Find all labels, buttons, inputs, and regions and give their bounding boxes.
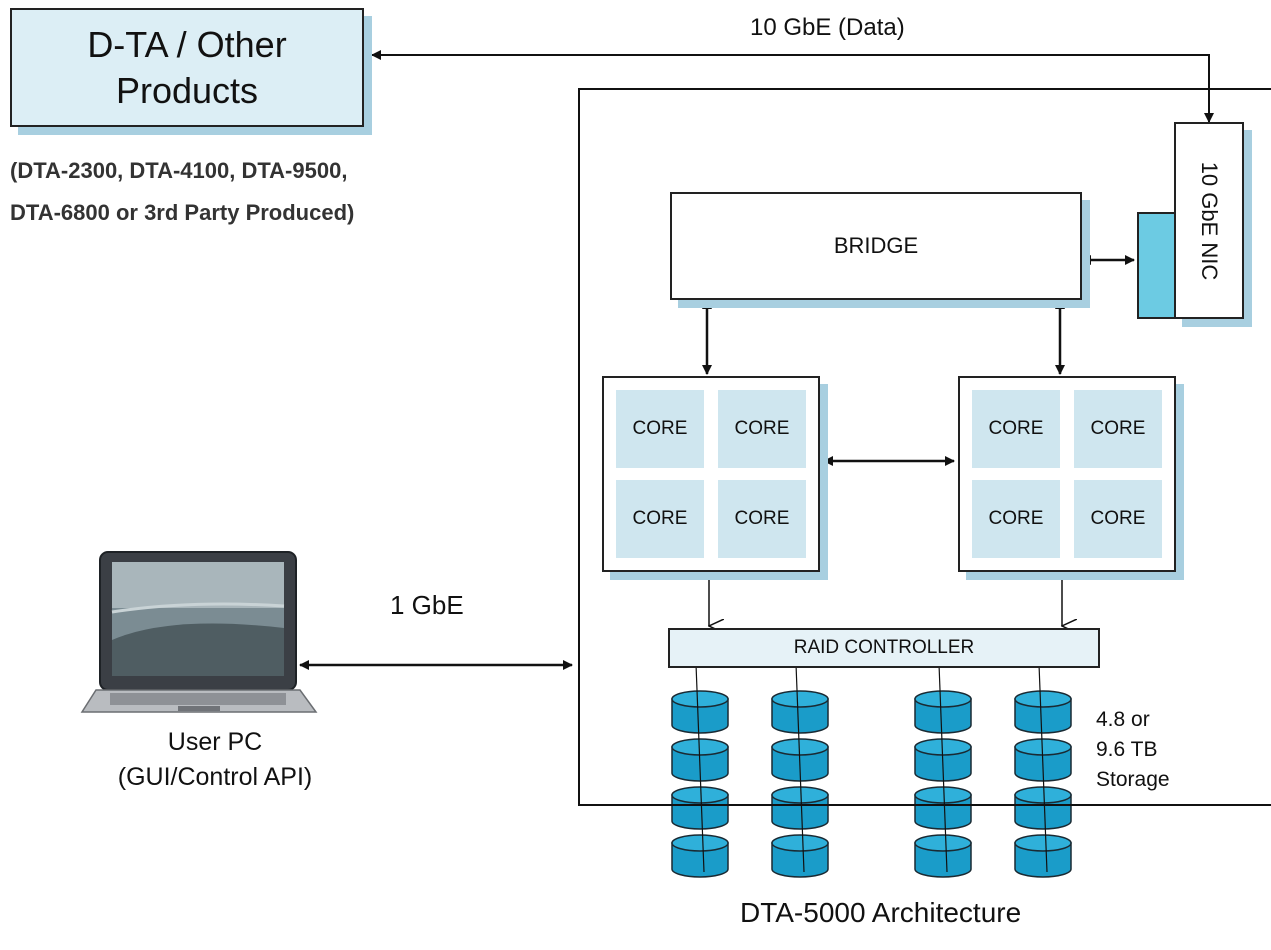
disk-cap — [914, 690, 972, 708]
bridge-label: BRIDGE — [833, 233, 919, 258]
disk-cap — [914, 786, 972, 804]
disk-cap — [1014, 834, 1072, 852]
external-products-list-line-1: (DTA-2300, DTA-4100, DTA-9500, — [10, 158, 348, 183]
core-cell: CORE — [616, 480, 704, 558]
architecture-title: DTA-5000 Architecture — [740, 897, 1022, 928]
storage-line-2: 9.6 TB — [1096, 738, 1158, 761]
disk-chain-wire — [695, 663, 705, 873]
core-cell: CORE — [972, 390, 1060, 468]
nic-label: 10 GbE NIC — [1197, 161, 1222, 280]
data-link-label: 10 GbE (Data) — [750, 14, 905, 41]
external-products-list: (DTA-2300, DTA-4100, DTA-9500, DTA-6800 … — [10, 150, 354, 234]
disk-cap — [671, 786, 729, 804]
disk-cap — [771, 690, 829, 708]
disk-chain-wire — [795, 663, 805, 873]
disk-cap — [671, 690, 729, 708]
raid-controller-box: RAID CONTROLLER — [668, 628, 1100, 668]
disk-body — [1014, 698, 1072, 734]
disk-body — [771, 842, 829, 878]
external-products-title-2: Products — [115, 69, 259, 111]
disk-chain-wire — [1038, 663, 1048, 873]
core-cluster-right: CORE CORE CORE CORE — [958, 376, 1176, 572]
disk-cap — [771, 786, 829, 804]
user-pc-title: User PC — [167, 728, 263, 756]
external-products-title: D-TA / Other — [87, 23, 287, 65]
bridge-box: BRIDGE — [670, 192, 1082, 300]
disk-body — [914, 698, 972, 734]
raid-label: RAID CONTROLLER — [793, 637, 975, 658]
disk-cap — [671, 834, 729, 852]
disk-cap — [914, 834, 972, 852]
external-products-box: D-TA / Other Products — [10, 8, 364, 127]
disk-body — [914, 842, 972, 878]
user-pc-label: User PC (GUI/Control API) — [90, 725, 340, 795]
disk-body — [671, 842, 729, 878]
storage-line-3: Storage — [1096, 768, 1170, 791]
nic-card: 10 GbE NIC — [1174, 122, 1244, 319]
laptop-icon — [80, 551, 318, 713]
core-cell: CORE — [1074, 480, 1162, 558]
disk-cap — [1014, 690, 1072, 708]
data-link-line — [371, 50, 1214, 123]
core-cell: CORE — [718, 390, 806, 468]
storage-capacity-label: 4.8 or 9.6 TB Storage — [1096, 705, 1170, 795]
user-pc-subtitle: (GUI/Control API) — [117, 763, 313, 791]
disk-body — [771, 698, 829, 734]
storage-line-1: 4.8 or — [1096, 708, 1150, 731]
core-cluster-left: CORE CORE CORE CORE — [602, 376, 820, 572]
disk-body — [1014, 842, 1072, 878]
external-products-list-line-2: DTA-6800 or 3rd Party Produced) — [10, 200, 355, 225]
core-cell: CORE — [718, 480, 806, 558]
nic-port — [1137, 212, 1179, 319]
dta-5000-enclosure — [578, 88, 1271, 806]
core-cell: CORE — [972, 480, 1060, 558]
core-cell: CORE — [616, 390, 704, 468]
disk-chain-wire — [938, 663, 948, 873]
storage-disk-array — [671, 663, 1072, 878]
control-link-label: 1 GbE — [390, 590, 464, 620]
core-cell: CORE — [1074, 390, 1162, 468]
disk-body — [671, 698, 729, 734]
disk-cap — [1014, 786, 1072, 804]
disk-cap — [771, 834, 829, 852]
